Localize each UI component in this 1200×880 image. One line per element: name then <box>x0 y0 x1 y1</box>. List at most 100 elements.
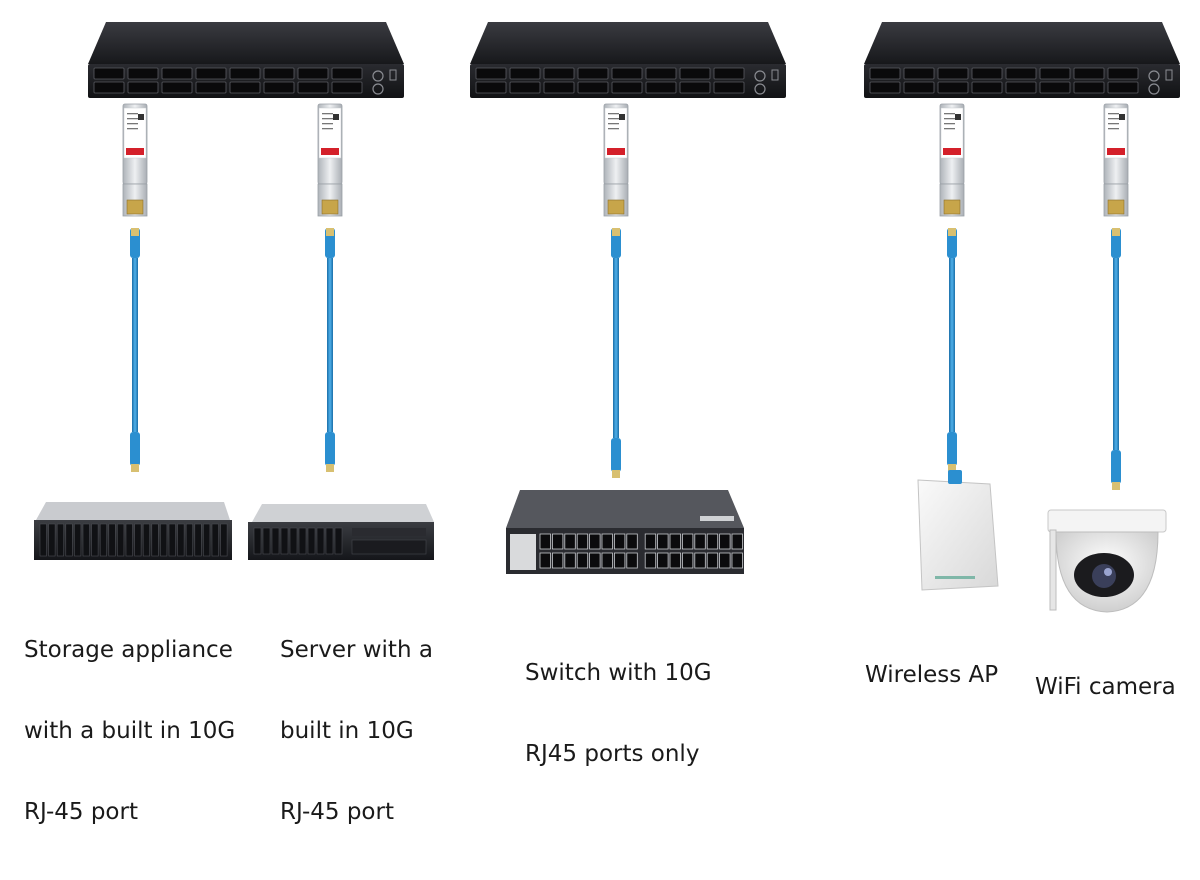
chassis-top <box>252 504 434 522</box>
switch-port <box>127 67 159 80</box>
label-text-line <box>944 118 955 120</box>
drive-bay <box>65 523 73 557</box>
cat6-cable-icon <box>611 228 621 478</box>
drive-bay <box>298 527 307 555</box>
label-text-line <box>322 113 333 115</box>
label-text-line <box>608 113 619 115</box>
storage-appliance-icon <box>34 502 232 560</box>
sfp-rj45-transceiver-icon <box>1103 103 1129 217</box>
cat6-cable-icon <box>325 228 335 472</box>
cables <box>130 228 1121 490</box>
rj45-port <box>719 552 731 569</box>
switch-port <box>1107 67 1139 80</box>
switch-port <box>577 67 609 80</box>
status-led <box>771 69 779 81</box>
label-text-line <box>608 118 619 120</box>
switch-port <box>195 67 227 80</box>
drive-bay <box>108 523 116 557</box>
qr-code <box>333 114 339 120</box>
switch-port <box>869 81 901 94</box>
drive-bay <box>203 523 211 557</box>
label-text-line <box>1108 118 1119 120</box>
rj45-port <box>682 533 694 550</box>
switch-port <box>903 81 935 94</box>
sfp-modules <box>122 103 1129 217</box>
drive-bay <box>134 523 142 557</box>
drive-bay <box>142 523 150 557</box>
plug-contacts <box>612 228 620 236</box>
cable-line <box>327 258 333 432</box>
plug-contacts <box>131 464 139 472</box>
status-led <box>372 70 384 82</box>
label-text-line <box>322 128 333 130</box>
caption-line: RJ-45 port <box>24 799 138 825</box>
switch-port <box>937 67 969 80</box>
switch-port <box>645 67 677 80</box>
cat6-cable-icon <box>947 228 957 472</box>
core-switch-icon <box>864 22 1180 98</box>
module-brand-strip <box>1107 148 1125 155</box>
camera-base <box>1047 509 1167 533</box>
plug-contacts <box>1112 228 1120 236</box>
switch-port <box>937 81 969 94</box>
label-text-line <box>322 118 333 120</box>
rj45-port <box>589 533 601 550</box>
switch-port <box>1073 67 1105 80</box>
rj45-port <box>644 552 657 569</box>
dome-camera-icon <box>1047 509 1167 613</box>
connection-diagram: Storage appliance with a built in 10G RJ… <box>24 22 1180 825</box>
drive-bay <box>262 527 271 555</box>
camera-antenna <box>1049 529 1057 611</box>
module-brand-strip <box>321 148 339 155</box>
caption-line: Server with a <box>280 637 433 663</box>
status-led <box>1148 70 1160 82</box>
rj45-port <box>626 552 638 569</box>
switch-port <box>161 81 193 94</box>
drive-bay <box>151 523 159 557</box>
cable-line <box>613 258 619 438</box>
drive-bay <box>289 527 298 555</box>
switch-port <box>713 67 745 80</box>
switch-port <box>1073 81 1105 94</box>
switch-port <box>1039 67 1071 80</box>
label-text-line <box>127 128 138 130</box>
plug-contacts <box>612 470 620 478</box>
qr-code <box>619 114 625 120</box>
switch-port <box>331 67 363 80</box>
switch-port <box>509 67 541 80</box>
caption-line: WiFi camera <box>1035 674 1176 700</box>
rack-server-icon <box>248 504 434 560</box>
status-led <box>389 69 397 81</box>
switch-port <box>611 67 643 80</box>
drive-bay <box>82 523 90 557</box>
qr-code <box>955 114 961 120</box>
switch-port <box>611 81 643 94</box>
rj45-port <box>731 533 743 550</box>
ap-plug <box>948 470 962 484</box>
label-text-line <box>944 128 955 130</box>
label-text-line <box>944 113 955 115</box>
sfp-rj45-transceiver-icon <box>317 103 343 217</box>
caption-server: Server with a built in 10G RJ-45 port <box>280 583 433 880</box>
module-label <box>318 107 342 159</box>
switch-port <box>229 67 261 80</box>
rj45-port <box>589 552 601 569</box>
switch-top <box>864 22 1180 64</box>
sfp-rj45-transceiver-icon <box>122 103 148 217</box>
caption-line: Switch with 10G <box>525 660 712 686</box>
rj45-port <box>614 552 626 569</box>
rj45-port <box>576 552 589 569</box>
drive-bay <box>99 523 107 557</box>
drive-bay <box>168 523 176 557</box>
label-text-line <box>127 123 138 125</box>
module-brand-strip <box>126 148 144 155</box>
rj45-jack <box>943 199 961 215</box>
rj45-port <box>576 533 589 550</box>
status-led <box>754 70 766 82</box>
label-text-line <box>608 123 619 125</box>
caption-storage: Storage appliance with a built in 10G RJ… <box>24 583 235 880</box>
rj45-port <box>731 552 743 569</box>
plug-contacts <box>948 228 956 236</box>
drive-bay <box>307 527 316 555</box>
connector-boot-bottom <box>325 432 335 466</box>
